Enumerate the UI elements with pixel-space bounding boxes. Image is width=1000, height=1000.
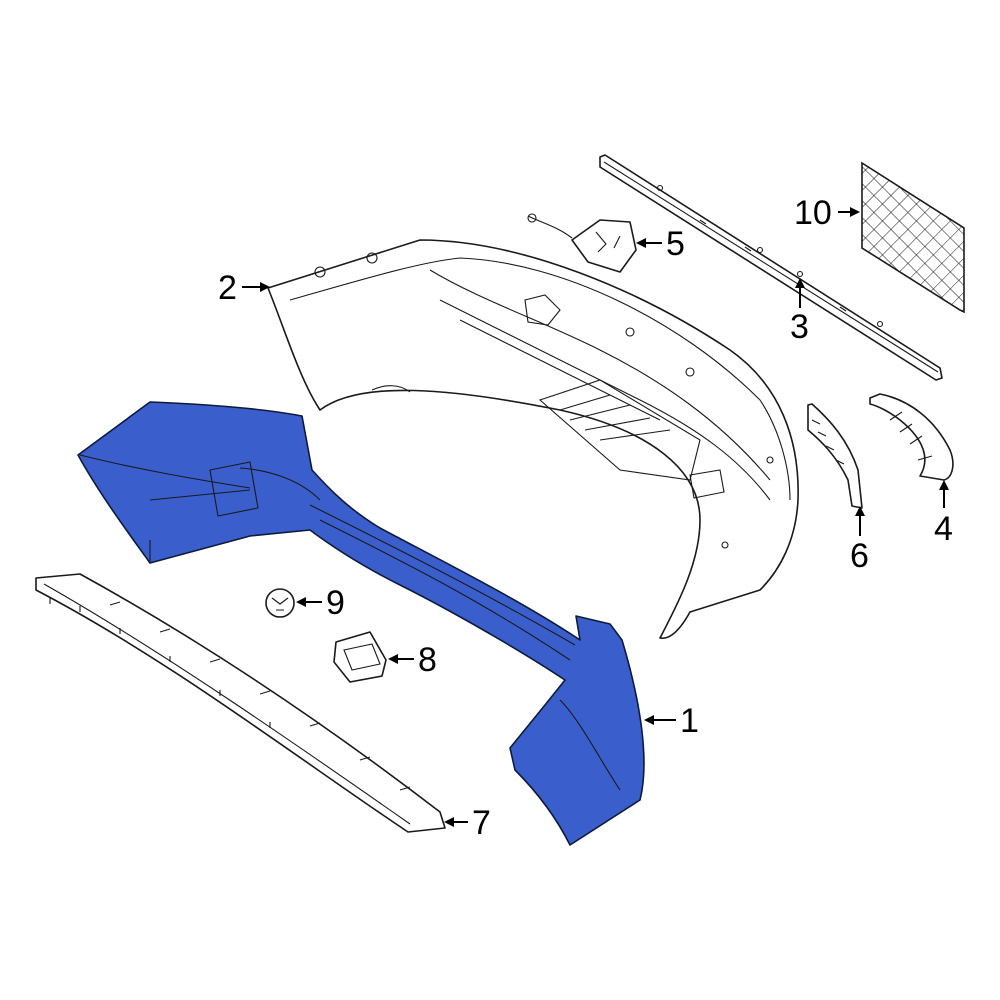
part-8-bracket: [333, 631, 387, 683]
callout-2: 2: [218, 269, 237, 307]
callout-arrows: [242, 207, 949, 827]
part-5-tow-cover: [527, 213, 637, 273]
callout-labels: 1 2 3 4 5 6 7 8 9 10: [218, 194, 953, 842]
callout-4: 4: [934, 510, 953, 548]
part-3-strip: [599, 154, 943, 381]
part-6-bracket: [807, 403, 863, 509]
callout-6: 6: [850, 537, 869, 575]
callout-5: 5: [666, 225, 685, 263]
part-9-clip: [265, 588, 295, 618]
part-1-lower-bumper: [77, 401, 645, 846]
callout-9: 9: [326, 584, 345, 622]
part-4-bracket: [869, 393, 954, 481]
part-7-trim-strip: [35, 573, 446, 833]
callout-10: 10: [794, 194, 832, 232]
part-2-bumper-cover: [267, 239, 799, 639]
part-10-mesh: [861, 161, 965, 314]
callout-7: 7: [472, 804, 491, 842]
callout-1: 1: [680, 702, 699, 740]
callout-8: 8: [418, 641, 437, 679]
callout-3: 3: [790, 308, 809, 346]
